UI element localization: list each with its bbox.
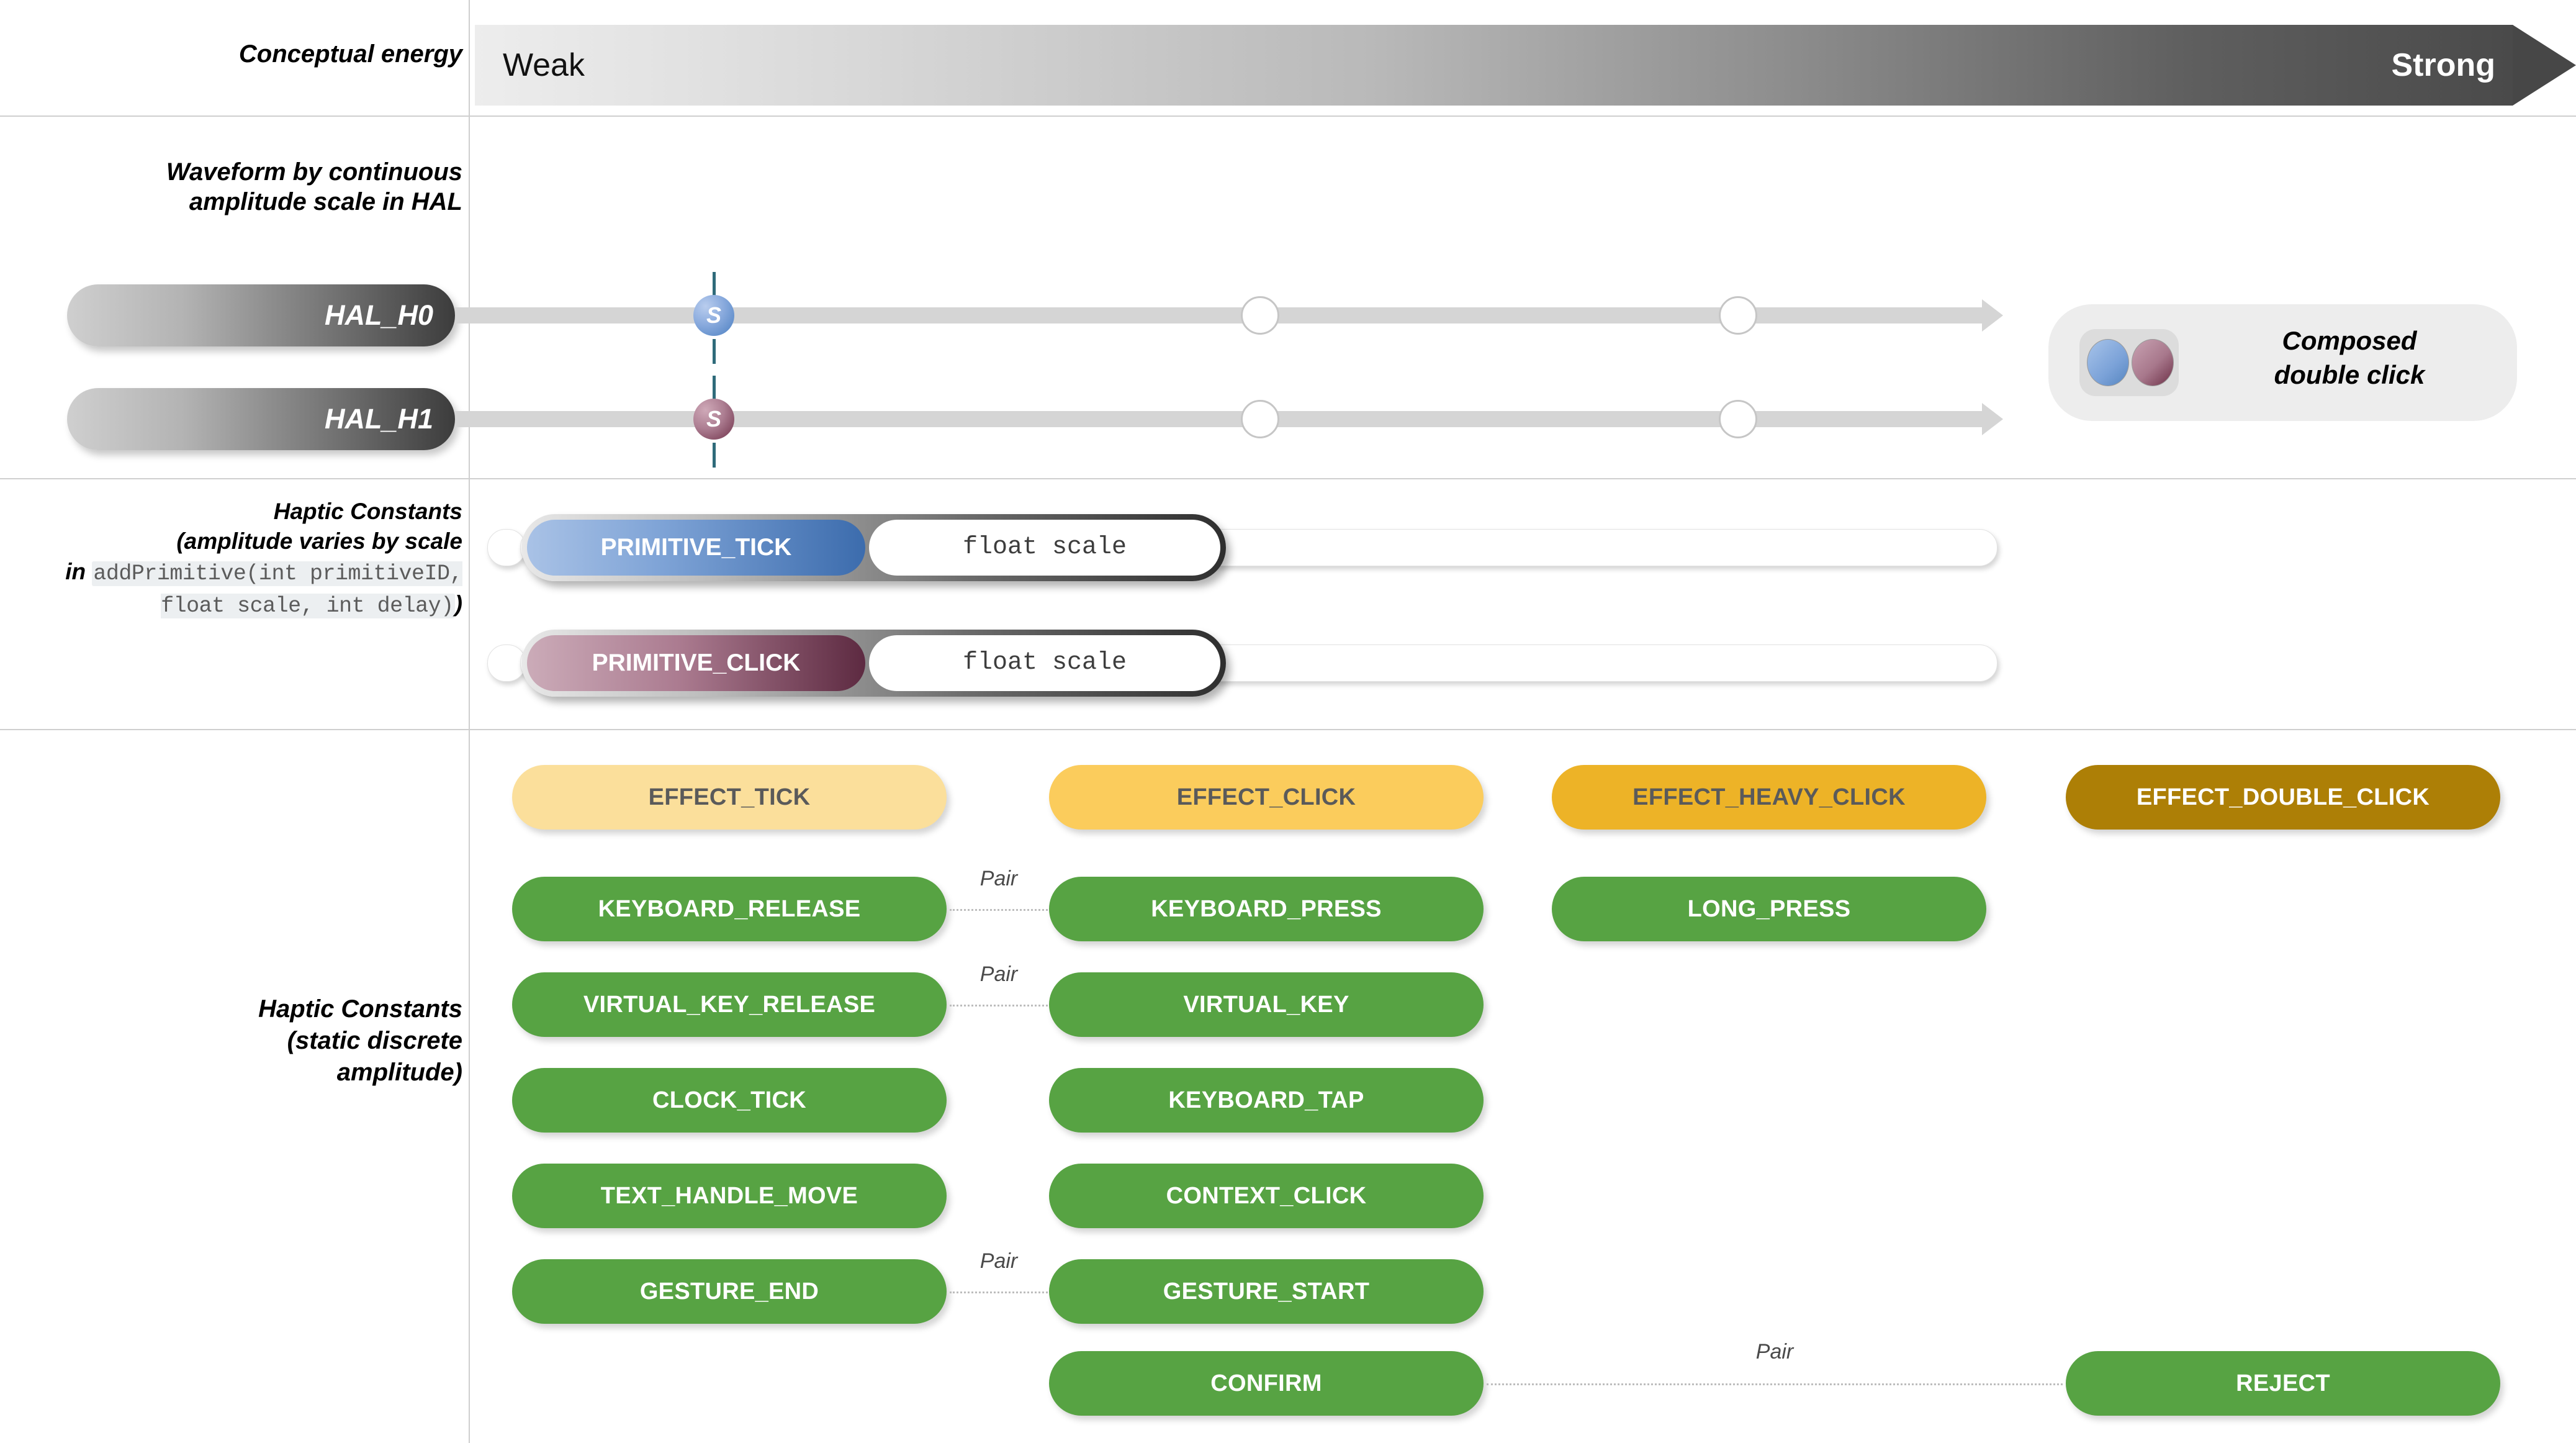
pair-line-keyboard [950, 909, 1048, 911]
energy-arrow-head [2513, 25, 2576, 106]
composed-dot-tick-icon [2087, 339, 2129, 386]
constant-clock-tick[interactable]: CLOCK_TICK [512, 1068, 947, 1133]
constant-virtual-key[interactable]: VIRTUAL_KEY [1049, 972, 1484, 1037]
hal-h1-dash-bottom [713, 443, 716, 468]
hal-h0-dash-top [713, 272, 716, 297]
section-divider-energy [0, 115, 2576, 117]
energy-arrow-body [475, 25, 2513, 106]
haptic-static-label-line1: Haptic Constants [258, 995, 462, 1023]
section-divider-waveform [0, 478, 2576, 479]
constant-gesture-end[interactable]: GESTURE_END [512, 1259, 947, 1324]
constant-keyboard-release[interactable]: KEYBOARD_RELEASE [512, 877, 947, 941]
composed-dot-click-icon [2132, 339, 2174, 386]
composed-caption-line2: double click [2274, 360, 2425, 389]
constant-context-click[interactable]: CONTEXT_CLICK [1049, 1164, 1484, 1228]
constant-reject[interactable]: REJECT [2066, 1351, 2500, 1416]
haptic-scale-label-line1: Haptic Constants [273, 499, 462, 524]
primitive-tick-label: PRIMITIVE_TICK [527, 520, 865, 576]
primitive-tick-param: float scale [869, 520, 1220, 576]
primitive-tick-handle[interactable]: PRIMITIVE_TICK float scale [521, 514, 1226, 581]
primitive-click-label: PRIMITIVE_CLICK [527, 635, 865, 691]
hal-h1-node-mid[interactable] [1241, 400, 1279, 438]
composed-dots-group [2079, 329, 2179, 396]
pair-label-virtual-key: Pair [980, 962, 1018, 986]
hal-h1-pill[interactable]: HAL_H1 [67, 388, 455, 450]
hal-h0-dash-bottom [713, 339, 716, 364]
waveform-label-line2: amplitude scale in HAL [189, 188, 462, 215]
energy-gradient-arrow: Weak Strong [475, 25, 2576, 106]
haptic-scale-in-word: in [65, 559, 92, 584]
add-primitive-signature: addPrimitive(int primitiveID, float scal… [92, 561, 462, 619]
composed-caption-line1: Composed [2282, 326, 2417, 355]
effect-double-click-pill[interactable]: EFFECT_DOUBLE_CLICK [2066, 765, 2500, 830]
haptic-static-label-line2: (static discrete [287, 1027, 462, 1054]
pair-line-virtual-key [950, 1005, 1048, 1006]
hal-h1-arrowhead [1982, 403, 2003, 435]
hal-h0-pill[interactable]: HAL_H0 [67, 284, 455, 346]
pair-line-confirm-reject [1487, 1383, 2063, 1385]
column-divider [469, 0, 470, 1443]
pair-label-keyboard: Pair [980, 867, 1018, 890]
primitive-click-param: float scale [869, 635, 1220, 691]
composed-caption: Composed double click [2194, 324, 2505, 392]
effect-heavy-click-pill[interactable]: EFFECT_HEAVY_CLICK [1552, 765, 1986, 830]
hal-h1-label: HAL_H1 [324, 403, 433, 435]
composed-double-click-card[interactable]: Composed double click [2048, 304, 2517, 421]
haptic-static-label-line3: amplitude) [336, 1059, 462, 1086]
pair-line-gesture [950, 1291, 1048, 1293]
effect-tick-pill[interactable]: EFFECT_TICK [512, 765, 947, 830]
constant-long-press[interactable]: LONG_PRESS [1552, 877, 1986, 941]
waveform-label-line1: Waveform by continuous [166, 158, 462, 186]
section-divider-primitive [0, 729, 2576, 730]
primitive-click-handle[interactable]: PRIMITIVE_CLICK float scale [521, 630, 1226, 697]
hal-h0-scale-marker[interactable]: S [693, 295, 734, 336]
hal-h1-scale-marker[interactable]: S [693, 399, 734, 440]
constant-gesture-start[interactable]: GESTURE_START [1049, 1259, 1484, 1324]
conceptual-energy-label: Conceptual energy [238, 40, 462, 68]
constant-virtual-key-release[interactable]: VIRTUAL_KEY_RELEASE [512, 972, 947, 1037]
haptic-scale-label-line3: in addPrimitive(int primitiveID, float s… [0, 556, 462, 622]
constant-text-handle-move[interactable]: TEXT_HANDLE_MOVE [512, 1164, 947, 1228]
hal-h0-node-high[interactable] [1719, 296, 1757, 335]
pair-label-gesture: Pair [980, 1249, 1018, 1273]
hal-h1-dash-top [713, 376, 716, 400]
hal-h0-label: HAL_H0 [324, 299, 433, 331]
haptic-scale-label-line2: (amplitude varies by scale [176, 528, 462, 554]
primitive-tick-nub[interactable] [487, 529, 526, 566]
pair-label-confirm-reject: Pair [1755, 1340, 1794, 1364]
constant-confirm[interactable]: CONFIRM [1049, 1351, 1484, 1416]
hal-h1-node-high[interactable] [1719, 400, 1757, 438]
hal-h0-arrowhead [1982, 299, 2003, 332]
energy-weak-label: Weak [503, 47, 585, 83]
constant-keyboard-tap[interactable]: KEYBOARD_TAP [1049, 1068, 1484, 1133]
haptic-scale-close-paren: ) [454, 591, 462, 617]
constant-keyboard-press[interactable]: KEYBOARD_PRESS [1049, 877, 1484, 941]
energy-strong-label: Strong [2391, 47, 2495, 83]
effect-click-pill[interactable]: EFFECT_CLICK [1049, 765, 1484, 830]
hal-h0-node-mid[interactable] [1241, 296, 1279, 335]
